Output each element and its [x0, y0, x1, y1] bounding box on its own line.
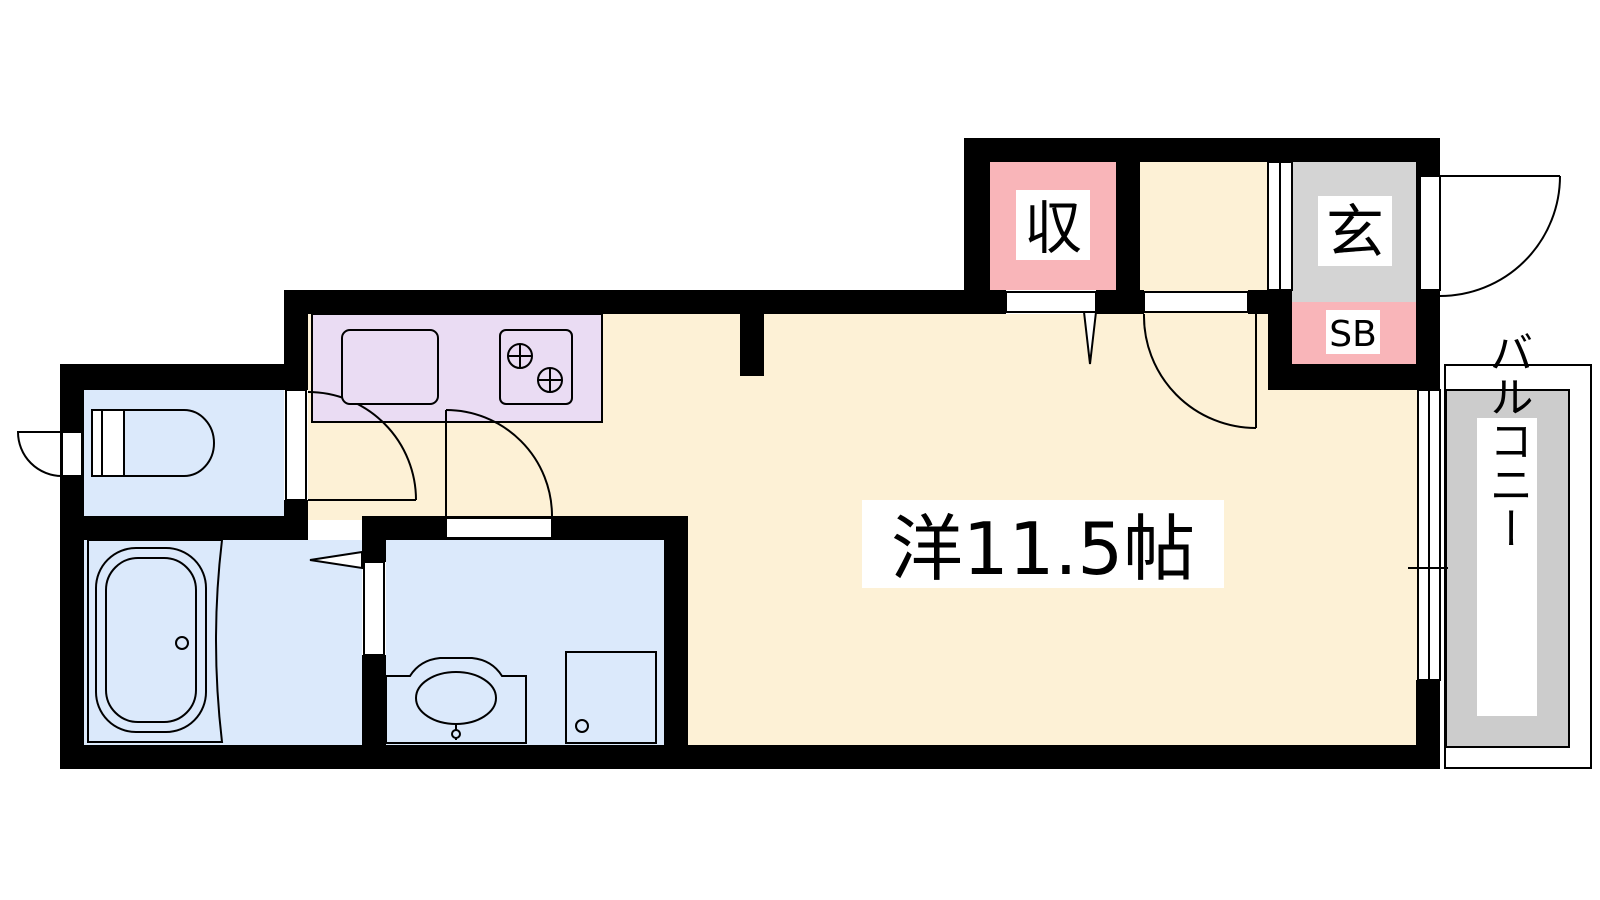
- balcony-label: バルコニー: [1482, 330, 1533, 550]
- bath-door: [309, 550, 385, 656]
- kitchen-sink-icon: [341, 329, 439, 405]
- doors: [16, 161, 1561, 681]
- main-room-label: 洋11.5帖: [891, 507, 1195, 591]
- toilet-icon: [91, 409, 215, 477]
- hall-partition-door: [1267, 161, 1293, 291]
- wash-basin-icon: [385, 657, 527, 744]
- balcony: バルコニー: [1444, 330, 1592, 769]
- entrance-door: [1419, 175, 1561, 297]
- washroom-door: [445, 409, 553, 539]
- storage-label: 収: [1024, 194, 1082, 262]
- floor-fills: [84, 162, 1420, 745]
- laundry-space-icon: [565, 651, 657, 744]
- shoe-box-label: SB: [1329, 314, 1377, 355]
- hall-door: [1142, 291, 1257, 429]
- bathtub-icon: [87, 539, 224, 743]
- balcony-window: [1408, 389, 1448, 681]
- toilet-door: [285, 389, 417, 501]
- stove-icon: [499, 329, 573, 405]
- balcony-label-box: [1477, 418, 1537, 716]
- room-labels: 洋11.5帖 収 玄 SB: [862, 190, 1392, 591]
- storage-door: [1005, 291, 1098, 365]
- toilet-window: [16, 431, 83, 477]
- hall-floor: [1140, 162, 1268, 314]
- entrance-label: 玄: [1326, 198, 1384, 266]
- fixtures: [87, 329, 657, 744]
